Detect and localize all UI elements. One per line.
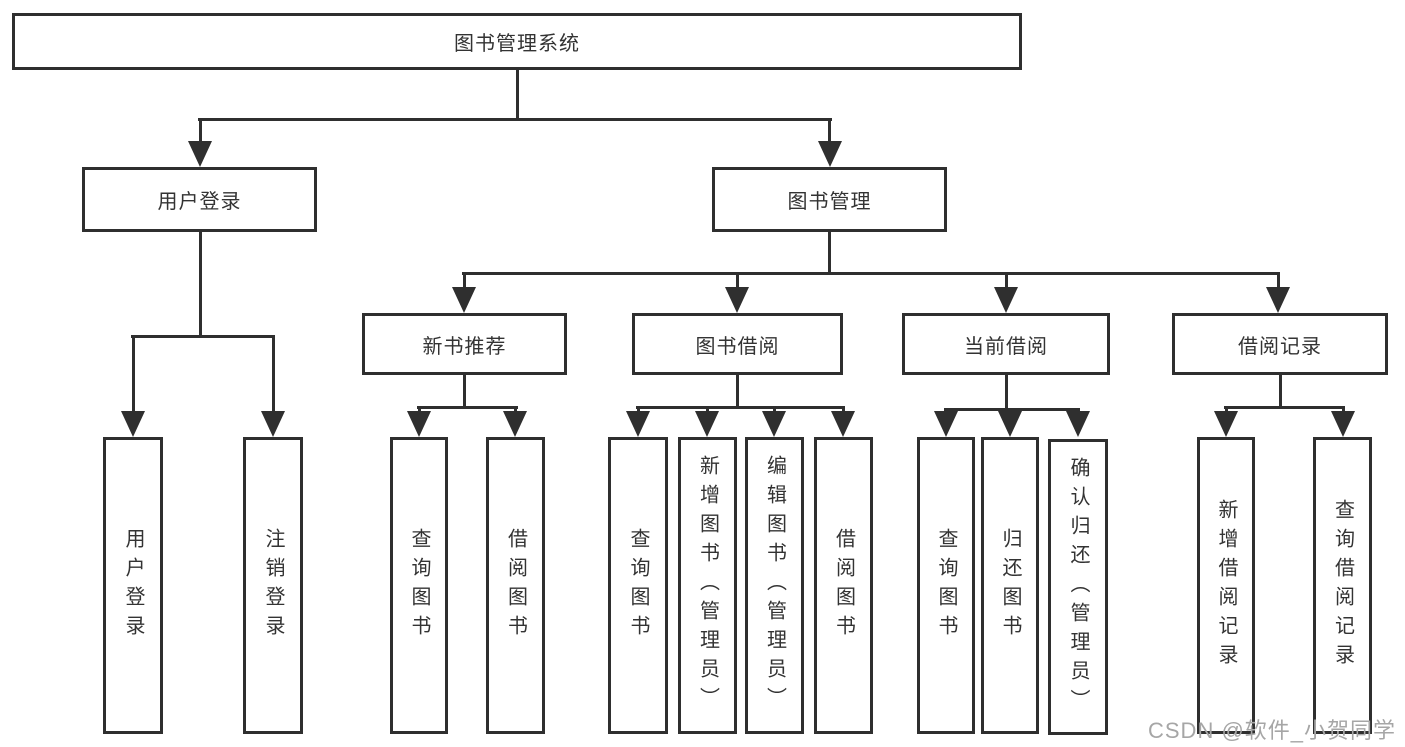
node-root: 图书管理系统: [12, 13, 1022, 70]
arrow-down-icon: [503, 411, 527, 437]
arrow-down-icon: [934, 411, 958, 437]
connector-line-v: [418, 406, 421, 414]
connector-line-v: [463, 375, 466, 408]
connector-line-h: [462, 272, 1280, 275]
arrow-down-icon: [1214, 411, 1238, 437]
leaf-edit-book-admin-label: 编辑图书（管理员）: [763, 455, 786, 716]
arrow-down-icon: [188, 141, 212, 167]
arrow-down-icon: [695, 411, 719, 437]
leaf-return-books-label: 归还图书: [999, 527, 1021, 644]
connector-line-v: [736, 274, 739, 288]
arrow-down-icon: [831, 411, 855, 437]
arrow-down-icon: [452, 287, 476, 313]
connector-line-v: [842, 406, 845, 414]
node-user-login-label: 用户登录: [157, 191, 242, 213]
arrow-down-icon: [626, 411, 650, 437]
leaf-logout-label: 注销登录: [262, 527, 284, 644]
node-book-borrow: 图书借阅: [632, 313, 843, 375]
leaf-query-books-current: 查询图书: [917, 437, 975, 734]
node-user-login: 用户登录: [82, 167, 317, 232]
leaf-borrow-books-recommend: 借阅图书: [486, 437, 545, 734]
connector-line-v: [199, 232, 202, 337]
connector-line-v: [1342, 406, 1345, 414]
node-book-management-label: 图书管理: [787, 191, 872, 213]
connector-line-v: [1005, 375, 1008, 410]
connector-line-h: [636, 406, 845, 409]
arrow-down-icon: [1066, 411, 1090, 437]
node-borrow-record-label: 借阅记录: [1238, 335, 1322, 358]
leaf-borrow-books-label: 借阅图书: [832, 527, 855, 644]
arrow-down-icon: [994, 287, 1018, 313]
leaf-confirm-return-admin-label: 确认归还（管理员）: [1067, 456, 1089, 718]
leaf-query-borrow-record: 查询借阅记录: [1313, 437, 1372, 734]
leaf-query-books-borrow-label: 查询图书: [627, 527, 649, 644]
connector-line-v: [272, 337, 275, 413]
node-root-label: 图书管理系统: [454, 33, 580, 55]
connector-line-v: [132, 337, 135, 413]
arrow-down-icon: [818, 141, 842, 167]
node-book-borrow-label: 图书借阅: [695, 335, 780, 358]
arrow-down-icon: [261, 411, 285, 437]
leaf-query-borrow-record-label: 查询借阅记录: [1331, 498, 1354, 673]
connector-line-v: [516, 70, 519, 120]
connector-line-v: [637, 406, 640, 414]
leaf-user-login-label: 用户登录: [122, 527, 144, 644]
connector-line-v: [463, 274, 466, 288]
connector-line-v: [828, 120, 831, 146]
leaf-logout: 注销登录: [243, 437, 303, 734]
connector-line-v: [736, 375, 739, 408]
leaf-query-books-recommend: 查询图书: [390, 437, 448, 734]
leaf-borrow-books: 借阅图书: [814, 437, 873, 734]
arrow-down-icon: [725, 287, 749, 313]
connector-line-h: [1224, 406, 1345, 409]
connector-line-v: [1005, 274, 1008, 288]
connector-line-v: [514, 406, 517, 414]
node-current-borrow-label: 当前借阅: [964, 335, 1048, 358]
connector-line-v: [1225, 406, 1228, 414]
connector-line-h: [417, 406, 518, 409]
connector-line-h: [944, 408, 1080, 411]
connector-line-v: [828, 232, 831, 274]
leaf-edit-book-admin: 编辑图书（管理员）: [745, 437, 804, 734]
leaf-user-login: 用户登录: [103, 437, 163, 734]
arrow-down-icon: [407, 411, 431, 437]
node-borrow-record: 借阅记录: [1172, 313, 1388, 375]
leaf-confirm-return-admin: 确认归还（管理员）: [1048, 439, 1108, 735]
node-new-book-recommend: 新书推荐: [362, 313, 567, 375]
node-new-book-recommend-label: 新书推荐: [422, 335, 507, 358]
leaf-borrow-books-recommend-label: 借阅图书: [504, 527, 527, 644]
connector-line-v: [706, 406, 709, 414]
connector-line-v: [773, 406, 776, 414]
leaf-add-borrow-record: 新增借阅记录: [1197, 437, 1255, 734]
arrow-down-icon: [1331, 411, 1355, 437]
leaf-add-book-admin-label: 新增图书（管理员）: [696, 455, 719, 716]
leaf-query-books-recommend-label: 查询图书: [408, 527, 430, 644]
arrow-down-icon: [1266, 287, 1290, 313]
node-book-management: 图书管理: [712, 167, 947, 232]
leaf-add-borrow-record-label: 新增借阅记录: [1215, 498, 1237, 673]
connector-line-v: [1279, 375, 1282, 408]
leaf-query-books-borrow: 查询图书: [608, 437, 668, 734]
connector-line-v: [1277, 274, 1280, 288]
leaf-add-book-admin: 新增图书（管理员）: [678, 437, 737, 734]
leaf-query-books-current-label: 查询图书: [935, 527, 957, 644]
node-current-borrow: 当前借阅: [902, 313, 1110, 375]
arrow-down-icon: [762, 411, 786, 437]
leaf-return-books: 归还图书: [981, 437, 1039, 734]
connector-line-h: [131, 335, 275, 338]
connector-line-h: [198, 118, 832, 121]
connector-line-v: [199, 120, 202, 146]
arrow-down-icon: [121, 411, 145, 437]
arrow-down-icon: [998, 411, 1022, 437]
watermark: CSDN @软件_小贺同学: [1148, 718, 1397, 743]
